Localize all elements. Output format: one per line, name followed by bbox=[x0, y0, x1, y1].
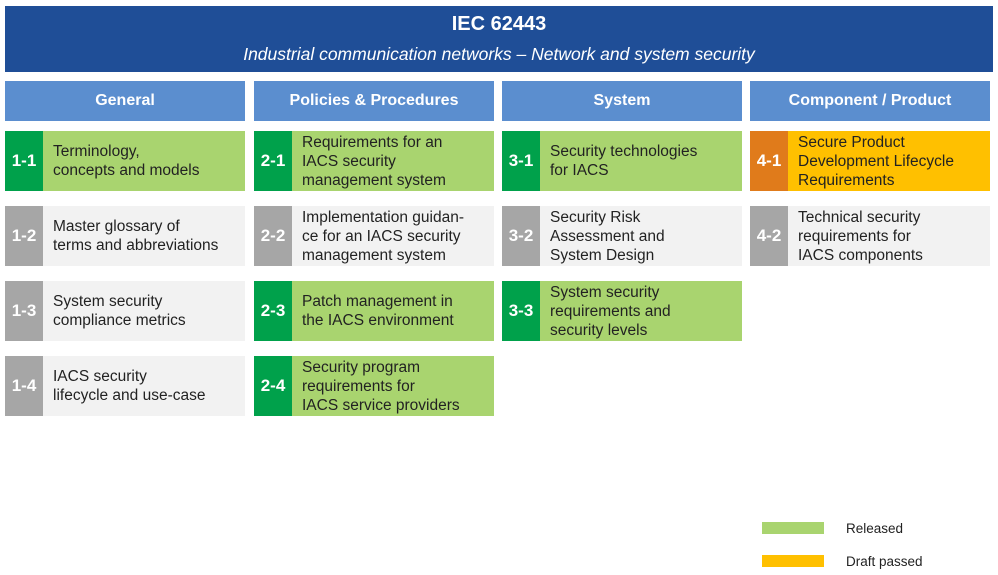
standard-title: IEC 62443 bbox=[451, 13, 547, 35]
doc-3-3: 3-3 System security requirements and sec… bbox=[502, 281, 742, 341]
legend-swatch bbox=[762, 555, 824, 567]
doc-code: 1-4 bbox=[5, 356, 43, 416]
title-banner: IEC 62443 Industrial communication netwo… bbox=[5, 6, 993, 72]
doc-title: Secure Product Development Lifecycle Req… bbox=[788, 131, 990, 191]
doc-3-1: 3-1 Security technologies for IACS bbox=[502, 131, 742, 191]
doc-code: 3-3 bbox=[502, 281, 540, 341]
column-header-general: General bbox=[5, 81, 245, 121]
doc-2-3: 2-3 Patch management in the IACS environ… bbox=[254, 281, 494, 341]
doc-title: Patch management in the IACS environment bbox=[292, 281, 494, 341]
doc-code: 3-1 bbox=[502, 131, 540, 191]
doc-title: System security compliance metrics bbox=[43, 281, 245, 341]
doc-title: Security Risk Assessment and System Desi… bbox=[540, 206, 742, 266]
doc-1-2: 1-2 Master glossary of terms and abbrevi… bbox=[5, 206, 245, 266]
doc-code: 2-2 bbox=[254, 206, 292, 266]
doc-2-4: 2-4 Security program requirements for IA… bbox=[254, 356, 494, 416]
doc-title: Requirements for an IACS security manage… bbox=[292, 131, 494, 191]
doc-title: Implementation guidan- ce for an IACS se… bbox=[292, 206, 494, 266]
doc-1-1: 1-1 Terminology, concepts and models bbox=[5, 131, 245, 191]
doc-title: Security technologies for IACS bbox=[540, 131, 742, 191]
doc-title: Master glossary of terms and abbreviatio… bbox=[43, 206, 245, 266]
doc-title: Security program requirements for IACS s… bbox=[292, 356, 494, 416]
doc-code: 2-4 bbox=[254, 356, 292, 416]
doc-code: 4-1 bbox=[750, 131, 788, 191]
legend-label: Released bbox=[846, 520, 904, 536]
legend-label: Draft passed bbox=[846, 553, 923, 569]
doc-4-2: 4-2 Technical security requirements for … bbox=[750, 206, 990, 266]
doc-title: System security requirements and securit… bbox=[540, 281, 742, 341]
column-header-system: System bbox=[502, 81, 742, 121]
doc-code: 1-1 bbox=[5, 131, 43, 191]
doc-title: Terminology, concepts and models bbox=[43, 131, 245, 191]
doc-title: Technical security requirements for IACS… bbox=[788, 206, 990, 266]
doc-2-2: 2-2 Implementation guidan- ce for an IAC… bbox=[254, 206, 494, 266]
doc-code: 1-2 bbox=[5, 206, 43, 266]
doc-3-2: 3-2 Security Risk Assessment and System … bbox=[502, 206, 742, 266]
doc-title: IACS security lifecycle and use-case bbox=[43, 356, 245, 416]
standard-subtitle: Industrial communication networks – Netw… bbox=[243, 44, 755, 64]
doc-1-3: 1-3 System security compliance metrics bbox=[5, 281, 245, 341]
doc-code: 1-3 bbox=[5, 281, 43, 341]
column-header-policies: Policies & Procedures bbox=[254, 81, 494, 121]
doc-code: 4-2 bbox=[750, 206, 788, 266]
doc-4-1: 4-1 Secure Product Development Lifecycle… bbox=[750, 131, 990, 191]
doc-2-1: 2-1 Requirements for an IACS security ma… bbox=[254, 131, 494, 191]
column-header-component: Component / Product bbox=[750, 81, 990, 121]
doc-code: 3-2 bbox=[502, 206, 540, 266]
doc-code: 2-1 bbox=[254, 131, 292, 191]
doc-code: 2-3 bbox=[254, 281, 292, 341]
legend-item-released: Released bbox=[762, 519, 903, 537]
legend-item-draft: Draft passed bbox=[762, 552, 923, 570]
legend-swatch bbox=[762, 522, 824, 534]
doc-1-4: 1-4 IACS security lifecycle and use-case bbox=[5, 356, 245, 416]
